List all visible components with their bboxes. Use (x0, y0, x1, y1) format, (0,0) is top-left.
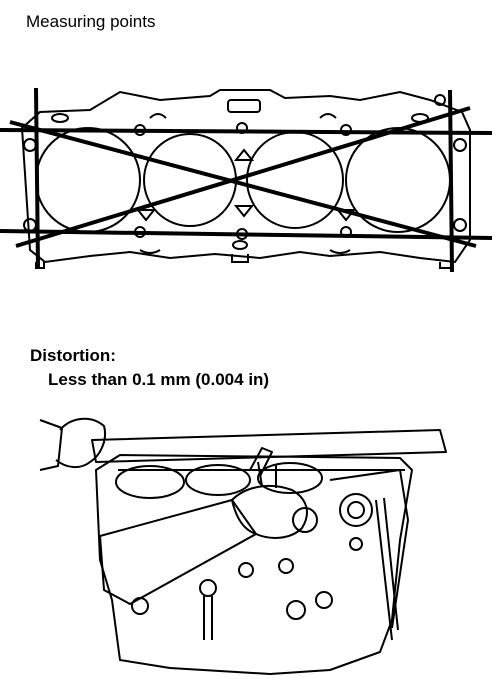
top-tab (227, 99, 261, 113)
oil-passage (232, 240, 248, 250)
block-boss (292, 507, 318, 533)
measuring-line-diagonal-2 (15, 106, 471, 248)
bolt-hole (453, 138, 467, 152)
bolt-hole (340, 124, 352, 136)
measuring-line-diagonal-1 (9, 120, 477, 248)
oil-passage (135, 209, 157, 222)
deck-bore (257, 462, 323, 494)
distortion-value: Less than 0.1 mm (0.004 in) (48, 370, 270, 389)
engine-block (95, 454, 413, 675)
water-passage (329, 249, 351, 254)
deck-bore (115, 465, 185, 499)
bolt-hole (453, 218, 467, 232)
left-hand (55, 417, 106, 468)
oil-passage (51, 113, 69, 123)
measuring-line-bottom (0, 229, 493, 240)
water-passage (319, 113, 337, 119)
measuring-line-right (448, 89, 454, 273)
block-side-face (329, 469, 409, 629)
bottom-tab (231, 254, 249, 263)
right-hand (231, 484, 308, 539)
right-sleeve (99, 499, 257, 605)
block-boss (315, 591, 333, 609)
block-boss (347, 501, 365, 519)
block-boss (286, 600, 306, 620)
block-rib (375, 499, 393, 641)
block-boss (339, 493, 373, 527)
oil-passage (233, 148, 255, 161)
block-boss (238, 562, 254, 578)
distortion-label: Distortion: (30, 346, 116, 365)
head-surface-diagram (0, 87, 493, 273)
measuring-points-title: Measuring points (26, 12, 156, 31)
bolt-hole (434, 94, 446, 106)
measuring-line-top (0, 128, 493, 135)
straight-edge (91, 429, 447, 463)
block-boss (131, 597, 149, 615)
deck-bore (185, 464, 251, 496)
head-outline (20, 89, 471, 264)
block-boss (349, 537, 363, 551)
block-boss (199, 579, 217, 597)
block-rib (383, 497, 399, 631)
water-passage (149, 113, 167, 119)
block-boss (278, 558, 294, 574)
water-passage (139, 249, 161, 254)
left-sleeve (39, 419, 63, 471)
oil-passage (233, 205, 255, 218)
feeler-gauge (249, 447, 273, 477)
